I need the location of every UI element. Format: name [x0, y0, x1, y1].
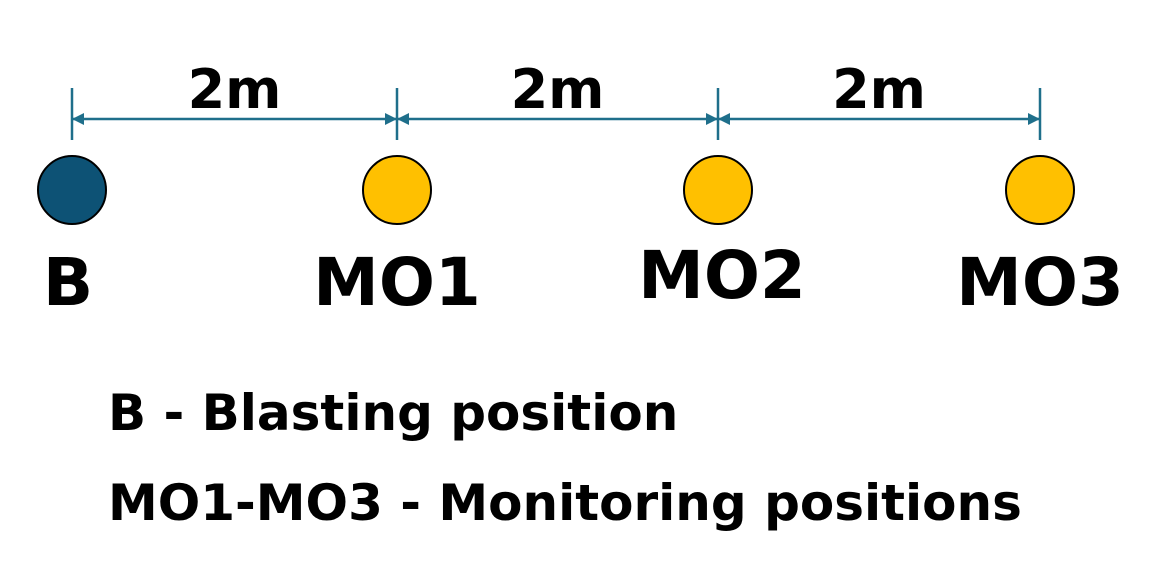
arrow-right-icon	[1028, 113, 1040, 125]
position-label-mo1: MO1	[313, 244, 481, 321]
legend-monitoring-positions: MO1-MO3 - Monitoring positions	[108, 474, 1022, 532]
arrow-left-icon	[718, 113, 730, 125]
spacing-labels: 2m 2m 2m	[188, 58, 926, 121]
arrow-left-icon	[397, 113, 409, 125]
monitoring-position-marker-1	[362, 155, 432, 225]
spacing-label-2: 2m	[832, 58, 926, 121]
position-label-mo2: MO2	[638, 237, 806, 314]
legend-blasting-position: B - Blasting position	[108, 384, 679, 442]
position-labels: B MO1 MO2 MO3	[43, 237, 1124, 321]
position-label-mo3: MO3	[956, 244, 1124, 321]
arrow-left-icon	[72, 113, 84, 125]
blasting-position-marker	[37, 155, 107, 225]
arrow-right-icon	[706, 113, 718, 125]
position-markers	[37, 155, 1075, 225]
dimension-lines	[70, 88, 1042, 140]
monitoring-position-marker-3	[1005, 155, 1075, 225]
spacing-label-0: 2m	[188, 58, 282, 121]
spacing-label-1: 2m	[511, 58, 605, 121]
monitoring-position-marker-2	[683, 155, 753, 225]
arrow-right-icon	[385, 113, 397, 125]
position-label-b: B	[43, 244, 93, 321]
